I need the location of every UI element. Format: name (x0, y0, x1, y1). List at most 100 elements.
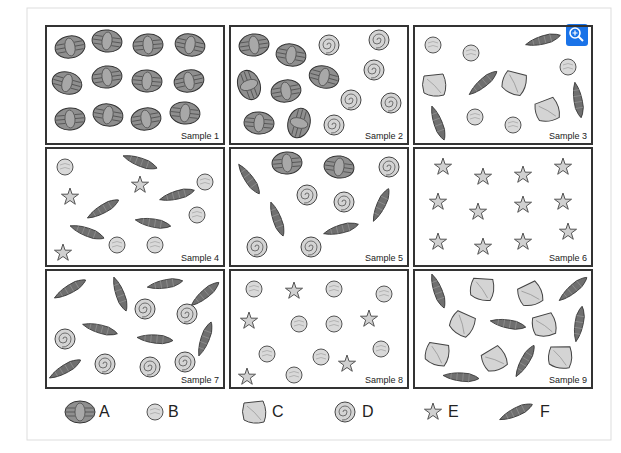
fossil (85, 196, 120, 221)
fossil (135, 299, 155, 319)
fossil (533, 97, 561, 124)
fossil (514, 233, 531, 249)
fossil (571, 82, 585, 119)
fossil (467, 109, 483, 125)
fossil (554, 193, 571, 209)
sample-label: Sample 3 (548, 131, 588, 141)
fossil (243, 111, 275, 136)
fossil (69, 222, 106, 242)
fossil (50, 68, 85, 97)
fossil (370, 187, 393, 223)
fossil (525, 31, 562, 48)
sample-label: Sample 7 (180, 375, 220, 385)
legend-icon (498, 401, 534, 424)
fossil (428, 273, 448, 310)
legend-icon (243, 401, 266, 423)
fossil (61, 188, 78, 204)
fossil (360, 310, 377, 326)
sample-label: Sample 6 (548, 253, 588, 263)
fossil (326, 316, 342, 332)
fossil (269, 78, 302, 105)
fossil (234, 67, 265, 103)
fossil (490, 317, 527, 331)
fossil (467, 68, 500, 98)
fossil (137, 333, 174, 344)
fossil (334, 192, 354, 212)
legend-icon (65, 401, 95, 423)
legend-label: A (99, 403, 110, 421)
sample-fossils (50, 28, 207, 132)
fossil (110, 276, 130, 313)
fossil (47, 356, 82, 381)
sample-label: Sample 4 (180, 253, 220, 263)
fossil (238, 32, 271, 58)
card-frame (27, 8, 611, 440)
fossil (147, 237, 163, 253)
fossil (514, 166, 531, 182)
fossil (169, 100, 201, 125)
fossil (247, 237, 267, 257)
sample-fossils (423, 273, 589, 383)
fossil (474, 238, 491, 254)
fossil (284, 106, 313, 141)
fossil (423, 340, 451, 367)
fossil (443, 371, 480, 382)
fossil (514, 196, 531, 212)
fossil (376, 286, 392, 302)
fossil (131, 176, 148, 192)
fossil (189, 207, 205, 223)
legend-icon (147, 404, 163, 420)
sample-box: Sample 7 (45, 269, 225, 389)
fossil (429, 233, 446, 249)
legend-label: B (168, 403, 179, 421)
legend-label: C (272, 403, 284, 421)
sample-box: Sample 8 (229, 269, 409, 389)
fossil (129, 106, 162, 133)
fossil (447, 308, 478, 339)
fossil (560, 59, 576, 75)
fossil (267, 201, 287, 238)
sample-fossils (54, 152, 213, 260)
fossil (307, 62, 342, 91)
fossil (379, 157, 399, 177)
fossil (259, 346, 275, 362)
fossil (271, 151, 303, 176)
fossil (91, 102, 124, 129)
fossil (572, 306, 586, 343)
fossil (548, 345, 573, 369)
fossil (246, 281, 262, 297)
sample-fossils (47, 276, 221, 382)
legend-label: D (362, 403, 374, 421)
fossil (323, 154, 356, 180)
fossil (197, 174, 213, 190)
fossil (479, 344, 509, 374)
sample-box: Sample 3 (413, 25, 593, 145)
fossil (557, 274, 590, 304)
fossil (341, 90, 361, 110)
fossil (274, 42, 307, 69)
sample-label: Sample 2 (364, 131, 404, 141)
fossil (109, 237, 125, 253)
fossil (297, 185, 317, 205)
fossil (469, 203, 486, 219)
fossil (364, 60, 384, 80)
fossil (122, 152, 159, 172)
fossil (338, 355, 355, 371)
fossil (463, 45, 479, 61)
fossil (291, 316, 307, 332)
fossil (512, 343, 537, 378)
fossil (91, 64, 124, 90)
fossil (131, 69, 163, 94)
fossil (326, 281, 342, 297)
fossil (469, 276, 496, 302)
fossil (423, 74, 446, 96)
fossil (147, 277, 184, 291)
legend-icon (424, 403, 441, 419)
fossil (425, 37, 441, 53)
fossil (159, 186, 196, 203)
fossil (173, 31, 207, 59)
sample-box: Sample 1 (45, 25, 225, 145)
fossil (429, 193, 446, 209)
